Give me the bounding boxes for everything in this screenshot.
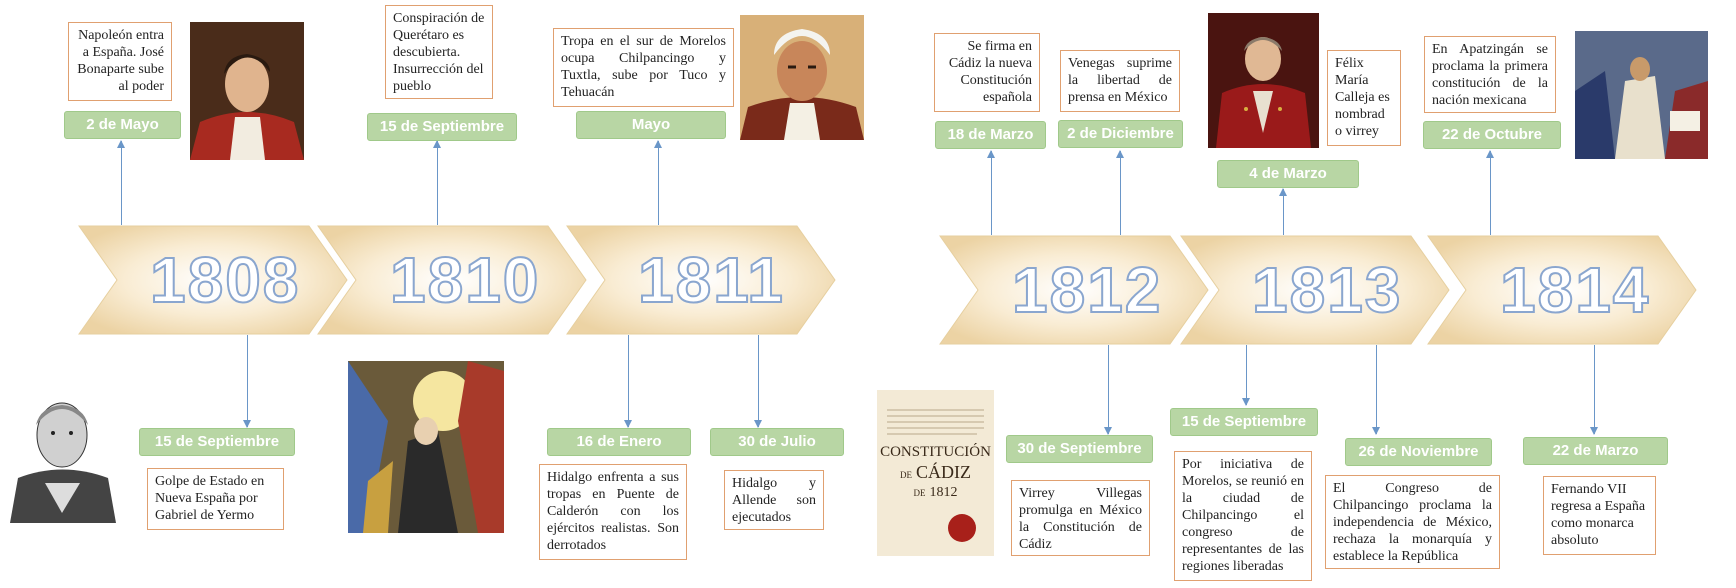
mural-apatzingan <box>1575 31 1708 159</box>
arrow-down <box>624 335 632 428</box>
date-pill-22-marzo: 22 de Marzo <box>1523 437 1668 465</box>
event-text-fernando: Fernando VII regresa a España como monar… <box>1543 476 1656 555</box>
chevron-1811 <box>566 225 836 335</box>
date-pill-4-marzo: 4 de Marzo <box>1217 160 1359 188</box>
arrow-down <box>754 335 762 428</box>
chevron-1813 <box>1180 235 1450 345</box>
date-pill-2-mayo: 2 de Mayo <box>64 111 181 139</box>
year-1811: 1811 <box>637 244 785 316</box>
event-text-villegas: Virrey Villegas promulga en México la Co… <box>1011 480 1150 556</box>
arrow-down <box>1372 345 1380 435</box>
date-pill-15-septiembre-1808: 15 de Septiembre <box>139 428 295 456</box>
date-pill-18-marzo: 18 de Marzo <box>935 121 1046 149</box>
arrow-up <box>1279 188 1287 235</box>
portrait-calleja <box>1208 13 1319 148</box>
date-pill-22-octubre: 22 de Octubre <box>1423 121 1561 149</box>
event-text-napoleon: Napoleón entra a España. José Bonaparte … <box>68 22 172 101</box>
event-text-morelos: Tropa en el sur de Morelos ocupa Chilpan… <box>553 28 734 107</box>
year-1814: 1814 <box>1499 254 1651 326</box>
event-text-cadiz: Se firma en Cádiz la nueva Constitución … <box>934 33 1040 112</box>
chevron-1810 <box>317 225 587 335</box>
arrow-down <box>1242 345 1250 406</box>
event-text-independencia: El Congreso de Chilpancingo proclama la … <box>1325 475 1500 569</box>
portrait-jose-bonaparte <box>190 22 304 160</box>
chevron-1814 <box>1427 235 1697 345</box>
cadiz-de: DE <box>900 470 912 480</box>
event-text-calderon: Hidalgo enfrenta a sus tropas en Puente … <box>539 464 687 560</box>
event-text-apatzingan: En Apatzingán se proclama la primera con… <box>1424 36 1556 113</box>
arrow-up <box>117 140 125 225</box>
date-pill-30-septiembre: 30 de Septiembre <box>1006 435 1153 463</box>
cadiz-de-2: DE <box>913 488 926 498</box>
event-text-queretaro: Conspiración de Querétaro es descubierta… <box>385 5 493 99</box>
chevron-1812 <box>939 235 1209 345</box>
arrow-up <box>433 140 441 225</box>
date-pill-15-septiembre-1813: 15 de Septiembre <box>1170 408 1318 436</box>
date-pill-15-septiembre-1810: 15 de Septiembre <box>367 113 517 141</box>
arrow-down <box>243 335 251 428</box>
event-text-venegas: Venegas suprime la libertad de prensa en… <box>1060 50 1180 112</box>
year-1810: 1810 <box>389 244 541 316</box>
year-1813: 1813 <box>1251 254 1403 326</box>
arrow-up <box>1116 150 1124 235</box>
event-text-calleja: Félix María Calleja es nombrad o virrey <box>1327 50 1401 146</box>
arrow-up <box>1486 150 1494 235</box>
arrow-down <box>1104 345 1112 435</box>
cadiz-title-line2: CÁDIZ <box>916 462 971 482</box>
date-pill-26-noviembre: 26 de Noviembre <box>1345 438 1492 466</box>
date-pill-16-enero: 16 de Enero <box>547 428 691 456</box>
arrow-up <box>654 140 662 225</box>
cadiz-title-line1: CONSTITUCIÓN <box>880 444 991 460</box>
date-pill-2-diciembre: 2 de Diciembre <box>1058 120 1183 148</box>
arrow-down <box>1590 345 1598 435</box>
portrait-morelos <box>740 15 864 140</box>
cadiz-year: 1812 <box>929 485 958 500</box>
mural-hidalgo <box>348 361 504 533</box>
constitucion-cadiz-cover: CONSTITUCIÓN DE CÁDIZ DE 1812 <box>877 390 994 556</box>
event-text-chilpancingo-congreso: Por iniciativa de Morelos, se reunió en … <box>1174 451 1312 581</box>
event-text-yermo: Golpe de Estado en Nueva España por Gabr… <box>147 468 284 530</box>
event-text-hidalgo-allende: Hidalgo y Allende son ejecutados <box>724 470 824 530</box>
year-1808: 1808 <box>149 244 301 316</box>
chevron-1808 <box>78 225 348 335</box>
date-pill-mayo: Mayo <box>576 111 726 139</box>
arrow-up <box>987 150 995 235</box>
year-1812: 1812 <box>1011 254 1163 326</box>
date-pill-30-julio: 30 de Julio <box>710 428 844 456</box>
portrait-yermo-engraving <box>0 383 125 523</box>
